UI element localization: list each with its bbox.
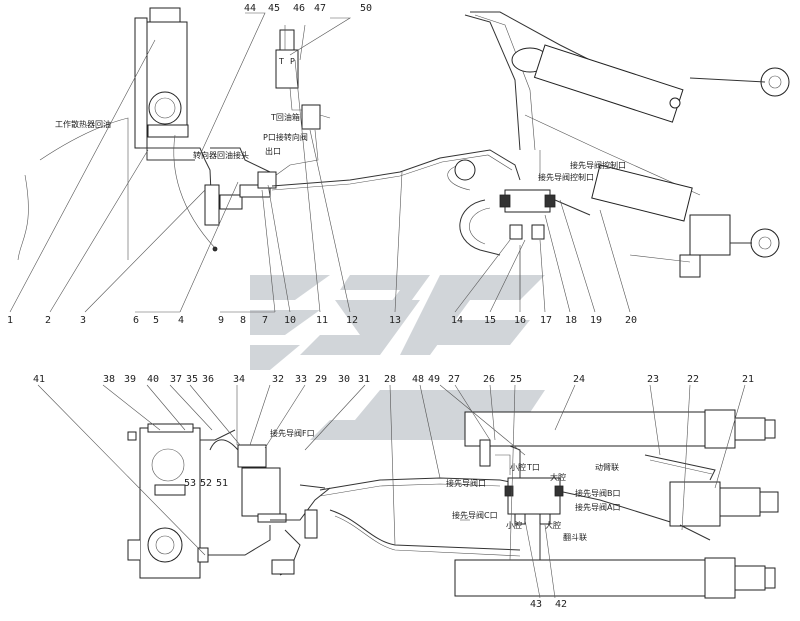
annotations: 工作散热器回油 转向器回油接头 T P T回油箱 P口接转向阀 出口 接先导阀控… <box>55 57 626 542</box>
callout-1: 1 <box>7 315 13 326</box>
callout-44: 44 <box>244 3 256 14</box>
callout-41: 41 <box>33 374 45 385</box>
callout-20: 20 <box>625 315 637 326</box>
label-pilot-ctrl-1: 接先导阀控制口 <box>570 160 626 170</box>
callout-34: 34 <box>233 374 245 385</box>
callout-2: 2 <box>45 315 51 326</box>
callouts-bottom: 43 42 <box>530 599 567 610</box>
callout-6: 6 <box>133 315 139 326</box>
callouts-inner: 53 52 51 <box>184 478 228 489</box>
callout-13: 13 <box>389 315 401 326</box>
callout-24: 24 <box>573 374 585 385</box>
callout-19: 19 <box>590 315 602 326</box>
callout-45: 45 <box>268 3 280 14</box>
callout-28: 28 <box>384 374 396 385</box>
callout-42: 42 <box>555 599 567 610</box>
label-outlet: 出口 <box>265 146 281 156</box>
label-pilot-f: 接先导阀F口 <box>270 428 315 438</box>
label-pilot-a: 接先导阀A口 <box>575 502 620 512</box>
label-p-mark: P <box>290 57 295 66</box>
callout-40: 40 <box>147 374 159 385</box>
callout-21: 21 <box>742 374 754 385</box>
main-pipe-top <box>271 149 521 187</box>
bottom-control-valve <box>460 437 681 561</box>
callout-29: 29 <box>315 374 327 385</box>
callout-53: 53 <box>184 478 196 489</box>
label-pilot-ctrl-2: 接先导阀控制口 <box>538 172 594 182</box>
bottom-cylinders <box>454 409 779 599</box>
callout-16: 16 <box>514 315 526 326</box>
bottom-tank <box>127 423 271 579</box>
callout-33: 33 <box>295 374 307 385</box>
label-big-chamber-2: 大腔 <box>545 520 561 530</box>
callout-15: 15 <box>484 315 496 326</box>
callout-8: 8 <box>240 315 246 326</box>
label-small-chamber-2: 小腔 <box>506 520 522 530</box>
callout-39: 39 <box>124 374 136 385</box>
callout-14: 14 <box>451 315 463 326</box>
hydraulic-tank <box>17 7 271 261</box>
bottom-filter <box>209 439 331 576</box>
callout-4: 4 <box>178 315 184 326</box>
filter-valve <box>257 29 331 189</box>
callout-5: 5 <box>153 315 159 326</box>
callout-32: 32 <box>272 374 284 385</box>
leaders-bottom <box>37 384 746 599</box>
callout-38: 38 <box>103 374 115 385</box>
label-steer-return: 转向器回油接头 <box>193 150 249 160</box>
callout-22: 22 <box>687 374 699 385</box>
callout-25: 25 <box>510 374 522 385</box>
callout-10: 10 <box>284 315 296 326</box>
callout-7: 7 <box>262 315 268 326</box>
callout-27: 27 <box>448 374 460 385</box>
callouts-mid-row: 41 38 39 40 37 35 36 34 32 33 29 30 31 2… <box>33 374 754 385</box>
label-pilot-b: 接先导阀B口 <box>575 488 621 498</box>
callout-46: 46 <box>293 3 305 14</box>
callout-3: 3 <box>80 315 86 326</box>
label-small-chamber-1: 小腔 <box>510 462 526 472</box>
label-p-steer-valve: P口接转向阀 <box>263 132 308 142</box>
label-tilt: 翻斗联 <box>563 533 587 542</box>
callout-47: 47 <box>314 3 326 14</box>
callout-37: 37 <box>170 374 182 385</box>
callouts-upper: 44 45 46 47 50 <box>244 3 372 14</box>
callout-11: 11 <box>316 315 328 326</box>
leaders-top <box>9 12 631 313</box>
label-t-mark: T <box>278 57 284 66</box>
label-big-chamber-1: 大腔 <box>550 472 566 482</box>
label-t-oil-return: T回油箱 <box>270 112 300 122</box>
callout-18: 18 <box>565 315 577 326</box>
label-t-port: T口 <box>526 463 540 472</box>
callout-51: 51 <box>216 478 228 489</box>
label-pilot-valve-port-1: 接先导阀口 <box>446 478 486 488</box>
label-radiator-return: 工作散热器回油 <box>55 119 111 129</box>
callouts-top-row: 1 2 3 6 5 4 9 8 7 10 11 12 13 14 15 16 1… <box>7 315 637 326</box>
callout-50: 50 <box>360 3 372 14</box>
label-moving-arm: 动臂联 <box>595 462 619 472</box>
callout-48: 48 <box>412 374 424 385</box>
callout-9: 9 <box>218 315 224 326</box>
callout-52: 52 <box>200 478 212 489</box>
label-pilot-valve-c: 接先导阀C口 <box>452 510 498 520</box>
callout-36: 36 <box>202 374 214 385</box>
callout-26: 26 <box>483 374 495 385</box>
callout-30: 30 <box>338 374 350 385</box>
callout-35: 35 <box>186 374 198 385</box>
main-pipe-top-2 <box>271 154 513 191</box>
callout-31: 31 <box>358 374 370 385</box>
top-cylinders <box>447 11 790 278</box>
callout-17: 17 <box>540 315 552 326</box>
callout-49: 49 <box>428 374 440 385</box>
callout-43: 43 <box>530 599 542 610</box>
callout-12: 12 <box>346 315 358 326</box>
callout-23: 23 <box>647 374 659 385</box>
